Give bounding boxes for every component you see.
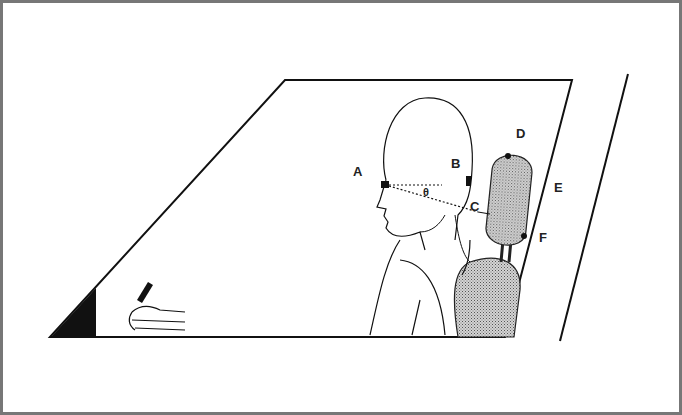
- point-b: [466, 176, 471, 186]
- point-d: [505, 153, 511, 159]
- angle-label: θ: [423, 187, 429, 198]
- cabin-outline: [50, 80, 572, 337]
- point-label: E: [554, 181, 563, 194]
- rear-pillar: [560, 74, 628, 341]
- point-label: A: [353, 165, 362, 178]
- dashboard-corner: [52, 288, 96, 336]
- steering-wheel: [137, 282, 153, 303]
- hand: [129, 306, 185, 330]
- headrest: [485, 154, 533, 247]
- sight-line: [389, 186, 478, 212]
- point-label: B: [451, 157, 460, 170]
- head: [377, 98, 472, 250]
- torso: [370, 240, 470, 335]
- point-label: F: [539, 231, 547, 244]
- horizontal-reference: [389, 184, 442, 185]
- point-a: [381, 181, 389, 188]
- point-label: C: [470, 200, 479, 213]
- point-label: D: [516, 127, 525, 140]
- point-f: [521, 233, 527, 239]
- jaw: [420, 215, 445, 232]
- c-gap: [478, 212, 490, 214]
